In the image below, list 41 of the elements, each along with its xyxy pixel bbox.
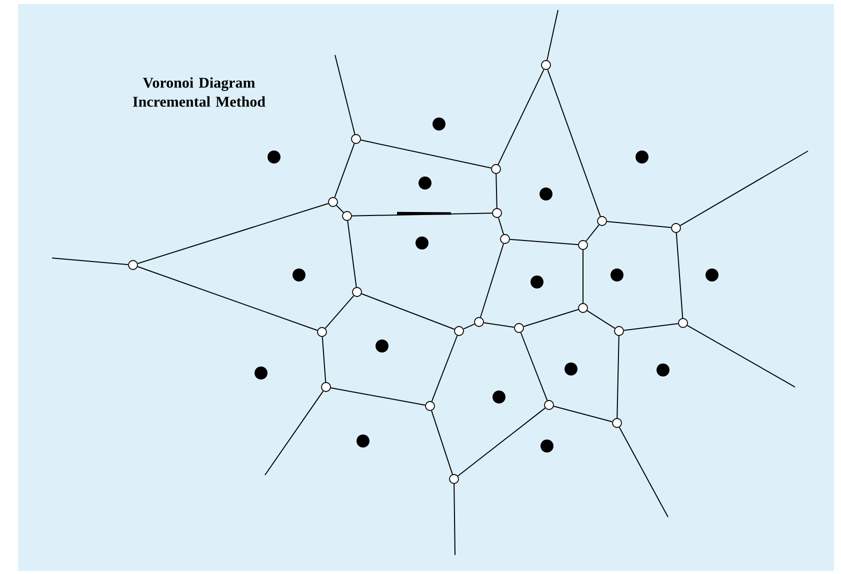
voronoi-edge (606, 220, 672, 228)
voronoi-edge (480, 243, 504, 318)
voronoi-edge (586, 224, 600, 242)
voronoi-edge (324, 295, 354, 329)
voronoi-edge (483, 322, 515, 328)
voronoi-edge (523, 308, 579, 328)
voronoi-edge (137, 266, 318, 331)
voronoi-edge (618, 426, 668, 518)
voronoi-edge (676, 232, 684, 319)
voronoi-edge (457, 408, 546, 476)
voronoi-edge (137, 203, 329, 264)
voronoi-edge (616, 335, 620, 419)
voronoi-edge (546, 10, 558, 61)
voronoi-edge (454, 483, 456, 556)
voronoi-edge (334, 143, 355, 198)
voronoi-edge (431, 335, 458, 402)
voronoi-edge (520, 332, 548, 401)
voronoi-edge (547, 69, 601, 217)
voronoi-edge (623, 323, 679, 331)
voronoi-edge (334, 54, 356, 135)
voronoi-edge (498, 217, 504, 235)
voronoi-edge (463, 324, 475, 330)
voronoi-edge (264, 390, 324, 476)
voronoi-edge (582, 249, 584, 304)
voronoi-edge (509, 238, 579, 246)
voronoi-edge (52, 258, 129, 266)
voronoi-edge (322, 336, 326, 383)
title: Voronoi Diagram Incremental Method (132, 77, 266, 107)
voronoi-edge (680, 150, 808, 226)
voronoi-edge (336, 205, 344, 213)
voronoi-edge (360, 140, 492, 168)
voronoi-edge (496, 173, 498, 209)
voronoi-edge (347, 220, 357, 288)
voronoi-edge (586, 310, 616, 329)
voronoi-edge (431, 410, 453, 475)
voronoi-edge (330, 387, 426, 406)
voronoi-edge (686, 324, 796, 388)
voronoi-edge (498, 68, 544, 166)
voronoi-edge (553, 406, 613, 422)
voronoi-edge (361, 293, 455, 330)
voronoi-edge (351, 212, 493, 216)
